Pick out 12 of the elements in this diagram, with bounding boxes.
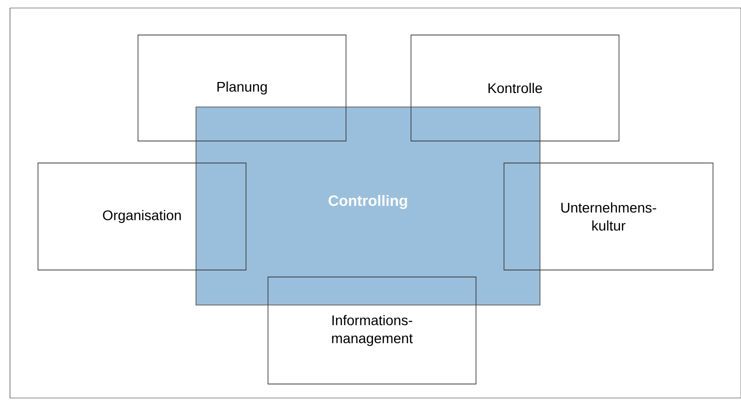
topic-label: Organisation	[102, 210, 181, 224]
topic-label: Kontrolle	[488, 82, 542, 94]
topic-label: Informations- management	[332, 314, 413, 346]
topic-box	[504, 162, 714, 270]
topic-box	[138, 34, 346, 142]
topic-label: Unternehmens- kultur	[561, 202, 656, 231]
main-box	[196, 106, 540, 306]
topic-label: Planung	[217, 81, 267, 95]
topic-box	[38, 162, 246, 270]
topic-box	[268, 276, 476, 384]
topic-box	[410, 34, 620, 142]
main-label: Controlling	[328, 194, 407, 210]
